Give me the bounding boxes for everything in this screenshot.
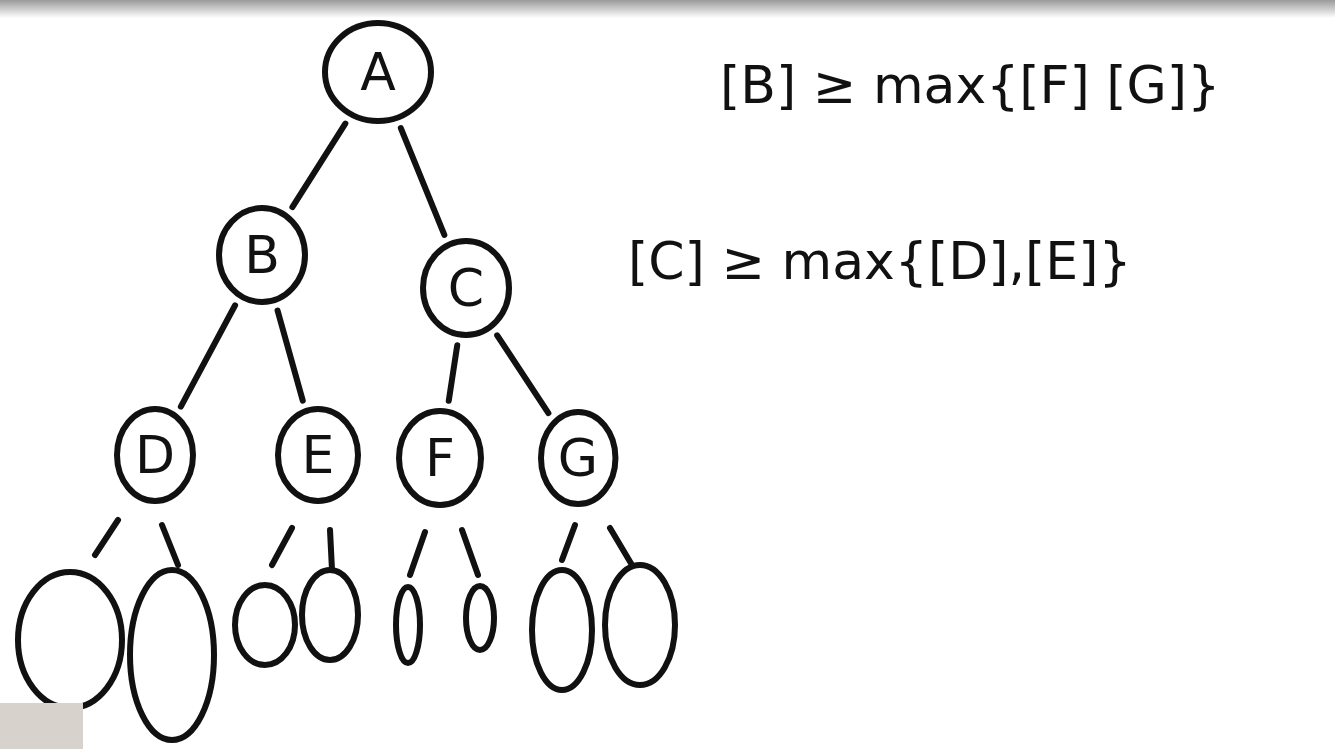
tree-branch: [497, 335, 548, 413]
leaf-circles: [18, 565, 675, 740]
tree-node-circle: G: [538, 409, 618, 507]
tree-branch: [292, 124, 345, 208]
formula-note: [C] ≥ max{[D],[E]}: [628, 228, 1132, 296]
top-bar: [0, 0, 1335, 18]
tree-branch: [181, 305, 235, 406]
formula-note: [B] ≥ max{[F] [G]}: [720, 52, 1220, 120]
tree-node-circle: B: [216, 205, 308, 305]
node-letter: C: [448, 262, 484, 314]
tree-node-circle: C: [420, 238, 512, 338]
leaf-branches: [95, 520, 632, 575]
tree-node-circle: D: [114, 406, 196, 504]
tree-branch: [449, 345, 458, 401]
node-letter: B: [244, 229, 280, 281]
node-letter: E: [302, 429, 335, 481]
tree-node-circle: F: [396, 408, 484, 508]
node-letter: D: [135, 429, 175, 481]
node-letter: A: [360, 46, 396, 98]
node-letter: G: [558, 432, 598, 484]
presenter-thumbnail: [0, 703, 83, 749]
node-letter: F: [425, 432, 455, 484]
tree-branch: [278, 311, 303, 401]
tree-node-circle: E: [275, 406, 361, 504]
tree-branch: [401, 128, 445, 235]
tree-node-circle: A: [322, 20, 434, 124]
